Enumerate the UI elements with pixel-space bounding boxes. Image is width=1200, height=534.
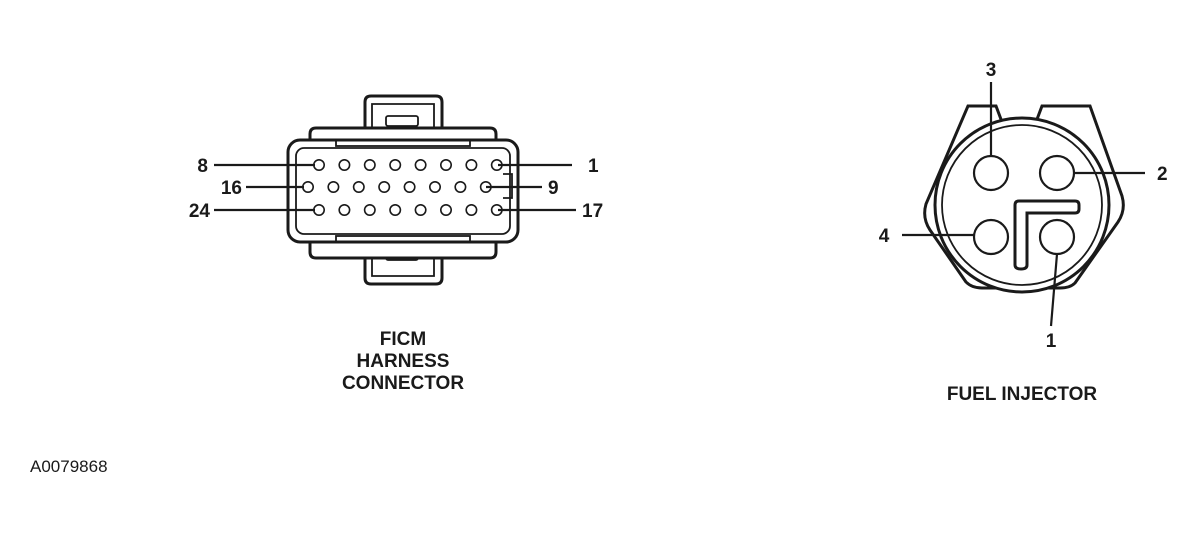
ficm-pin-cavity: [389, 159, 402, 172]
ficm-pin-cavity: [378, 181, 391, 194]
ficm-caption-line-3: CONNECTOR: [342, 373, 464, 394]
ficm-pin-cavity: [439, 159, 452, 172]
injector-pin-label-2: 2: [1157, 164, 1168, 185]
ficm-pin-cavity: [338, 204, 351, 217]
fuel-injector-connector: 3 2 4 1 FUEL INJECTOR: [879, 60, 1168, 405]
injector-pin-4: [972, 218, 1010, 256]
ficm-caption-line-1: FICM: [380, 329, 426, 350]
injector-pin-label-4: 4: [879, 226, 890, 247]
injector-pin-2: [1038, 154, 1076, 192]
ficm-pin-cavity: [414, 204, 427, 217]
ficm-top-latch-slot: [385, 115, 419, 127]
injector-pin-1: [1038, 218, 1076, 256]
injector-pin-label-3: 3: [986, 60, 997, 81]
ficm-pin-cavity: [312, 204, 325, 217]
ficm-pin-label-24: 24: [189, 201, 211, 222]
ficm-pin-cavity: [301, 181, 314, 194]
injector-l-key: [1013, 199, 1081, 271]
figure-reference-code: A0079868: [30, 457, 108, 476]
ficm-pin-label-8: 8: [197, 156, 208, 177]
ficm-pin-cavity: [363, 204, 376, 217]
ficm-pin-cavity: [403, 181, 416, 194]
ficm-pin-cavity: [454, 181, 467, 194]
ficm-pin-cavity: [312, 159, 325, 172]
ficm-pin-cavity: [465, 159, 478, 172]
ficm-pin-cavity: [327, 181, 340, 194]
ficm-pin-cavity: [414, 159, 427, 172]
ficm-pin-cavity: [389, 204, 402, 217]
ficm-pin-cavity: [338, 159, 351, 172]
injector-caption: FUEL INJECTOR: [947, 384, 1098, 405]
injector-pin-label-1: 1: [1046, 331, 1057, 352]
injector-inner-ring: [941, 124, 1103, 286]
ficm-pin-cavity: [439, 204, 452, 217]
ficm-pin-cavity: [352, 181, 365, 194]
ficm-pin-label-9: 9: [548, 178, 559, 199]
ficm-caption-line-2: HARNESS: [357, 351, 450, 372]
ficm-pin-cavity: [465, 204, 478, 217]
ficm-pin-cavity: [363, 159, 376, 172]
ficm-pin-grid: [301, 159, 503, 217]
injector-pin-3: [972, 154, 1010, 192]
ficm-connector: 8 16 24 1 9 17 FICM HARNESS CONNECTOR: [189, 94, 603, 394]
ficm-pin-label-17: 17: [582, 201, 603, 222]
ficm-pin-label-16: 16: [221, 178, 242, 199]
ficm-pin-cavity: [428, 181, 441, 194]
ficm-pin-label-1: 1: [588, 156, 599, 177]
